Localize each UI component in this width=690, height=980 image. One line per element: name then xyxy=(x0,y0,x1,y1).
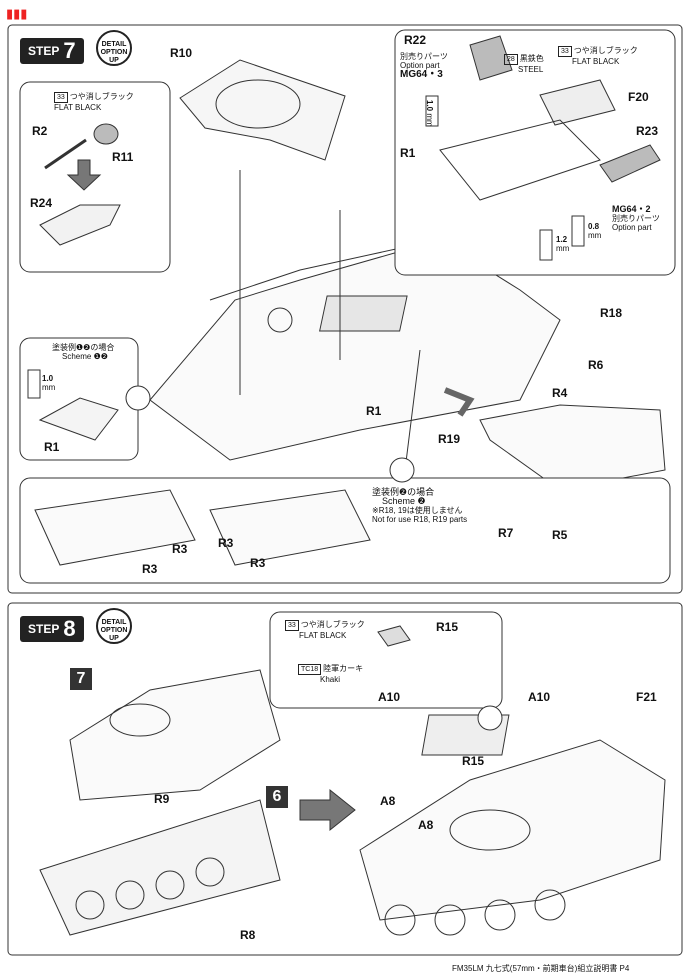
road-wheel xyxy=(434,904,466,936)
r24-part xyxy=(39,204,121,246)
dim-a: 1.0 mm xyxy=(425,100,434,127)
scheme12-arrow-icon xyxy=(125,385,151,411)
r10-hatch-part xyxy=(179,59,346,161)
road-wheel xyxy=(195,857,225,887)
r11-part xyxy=(93,123,119,145)
label-a10-detail: A10 xyxy=(378,690,401,704)
label-r3-d: R3 xyxy=(250,556,266,570)
page-footer: FM35LM 九七式(57mm・前期車台)組立説明書 P4 xyxy=(452,964,630,973)
step8-frame xyxy=(7,602,683,956)
dim-gauge-c xyxy=(571,215,585,247)
detail-box-r15 xyxy=(269,611,503,709)
step7-header: STEP 7 xyxy=(20,38,84,64)
label-r2: R2 xyxy=(32,124,48,138)
leader-line xyxy=(404,349,421,471)
lower-hull-part xyxy=(39,799,281,936)
road-wheel xyxy=(75,890,105,920)
engine-grille xyxy=(319,295,408,332)
scheme2-deck-right xyxy=(209,489,371,566)
label-r22: R22 xyxy=(404,33,427,47)
f20-part xyxy=(539,79,616,126)
label-r19: R19 xyxy=(438,432,461,446)
right-arrow-icon xyxy=(443,387,475,417)
step7-number: 7 xyxy=(63,38,76,63)
r10-turret-ring xyxy=(215,79,301,129)
label-r24: R24 xyxy=(30,196,53,210)
r23-part xyxy=(599,144,661,183)
label-r5: R5 xyxy=(552,528,568,542)
step7-frame xyxy=(7,24,683,594)
step8-detail-badge: DETAIL OPTION UP xyxy=(96,608,132,644)
r22-part xyxy=(469,35,513,81)
label-r4: R4 xyxy=(552,386,568,400)
label-r10: R10 xyxy=(170,46,193,60)
step8-word: STEP xyxy=(28,622,60,636)
dim-gauge-d xyxy=(27,369,41,399)
engine-deck-part xyxy=(479,404,666,491)
label-r8: R8 xyxy=(240,928,256,942)
label-f20: F20 xyxy=(628,90,649,104)
turret-detail xyxy=(267,307,293,333)
assembly-arrow-icon xyxy=(299,788,356,832)
label-r3-a: R3 xyxy=(172,542,188,556)
r15-detail-part xyxy=(377,625,411,647)
step8-header: STEP 8 xyxy=(20,616,84,642)
scheme2-label: 塗装例❷の場合 Scheme ❷ ※R18, 19は使用しません Not for… xyxy=(372,487,468,525)
label-f21: F21 xyxy=(636,690,657,704)
label-r15: R15 xyxy=(462,754,485,768)
dim-gauge-a xyxy=(425,95,439,127)
step8-number: 8 xyxy=(63,616,76,641)
road-wheel xyxy=(484,899,516,931)
scheme2-arrow-icon xyxy=(389,457,415,483)
r1-hull-part xyxy=(149,239,561,461)
road-wheel xyxy=(155,870,185,900)
step8-arrow-icon xyxy=(477,705,503,731)
label-r3-b: R3 xyxy=(142,562,158,576)
label-r6: R6 xyxy=(588,358,604,372)
step7-word: STEP xyxy=(28,44,60,58)
upper-hull-part xyxy=(69,669,281,801)
label-r9: R9 xyxy=(154,792,170,806)
assembled-tank xyxy=(359,739,666,921)
down-arrow-icon xyxy=(66,159,102,191)
subassembly-7-marker: 7 xyxy=(70,668,92,690)
label-r1-scheme: R1 xyxy=(44,440,60,454)
subassembly-6-marker: 6 xyxy=(266,786,288,808)
label-r7: R7 xyxy=(498,526,514,540)
label-a8-a: A8 xyxy=(380,794,396,808)
label-a10: A10 xyxy=(528,690,551,704)
r2-part xyxy=(44,138,87,170)
road-wheel xyxy=(534,889,566,921)
dim-gauge-b xyxy=(539,229,553,261)
label-r1-main: R1 xyxy=(366,404,382,418)
r1-detail-part xyxy=(439,119,601,201)
label-r3-c: R3 xyxy=(218,536,234,550)
label-r11: R11 xyxy=(112,150,134,164)
road-wheel xyxy=(115,880,145,910)
watermark-logo: ▮▮▮ xyxy=(6,6,28,21)
step7-detail-badge: DETAIL OPTION UP xyxy=(96,30,132,66)
turret-ring xyxy=(109,703,171,737)
road-wheel xyxy=(384,904,416,936)
label-r15-detail: R15 xyxy=(436,620,459,634)
label-a8-b: A8 xyxy=(418,818,434,832)
r1-scheme-part xyxy=(38,397,119,441)
assembled-turret-ring xyxy=(449,809,531,851)
label-r23: R23 xyxy=(636,124,659,138)
label-r1-detail: R1 xyxy=(400,146,416,160)
label-r18: R18 xyxy=(600,306,623,320)
scheme2-deck-left xyxy=(34,489,196,566)
